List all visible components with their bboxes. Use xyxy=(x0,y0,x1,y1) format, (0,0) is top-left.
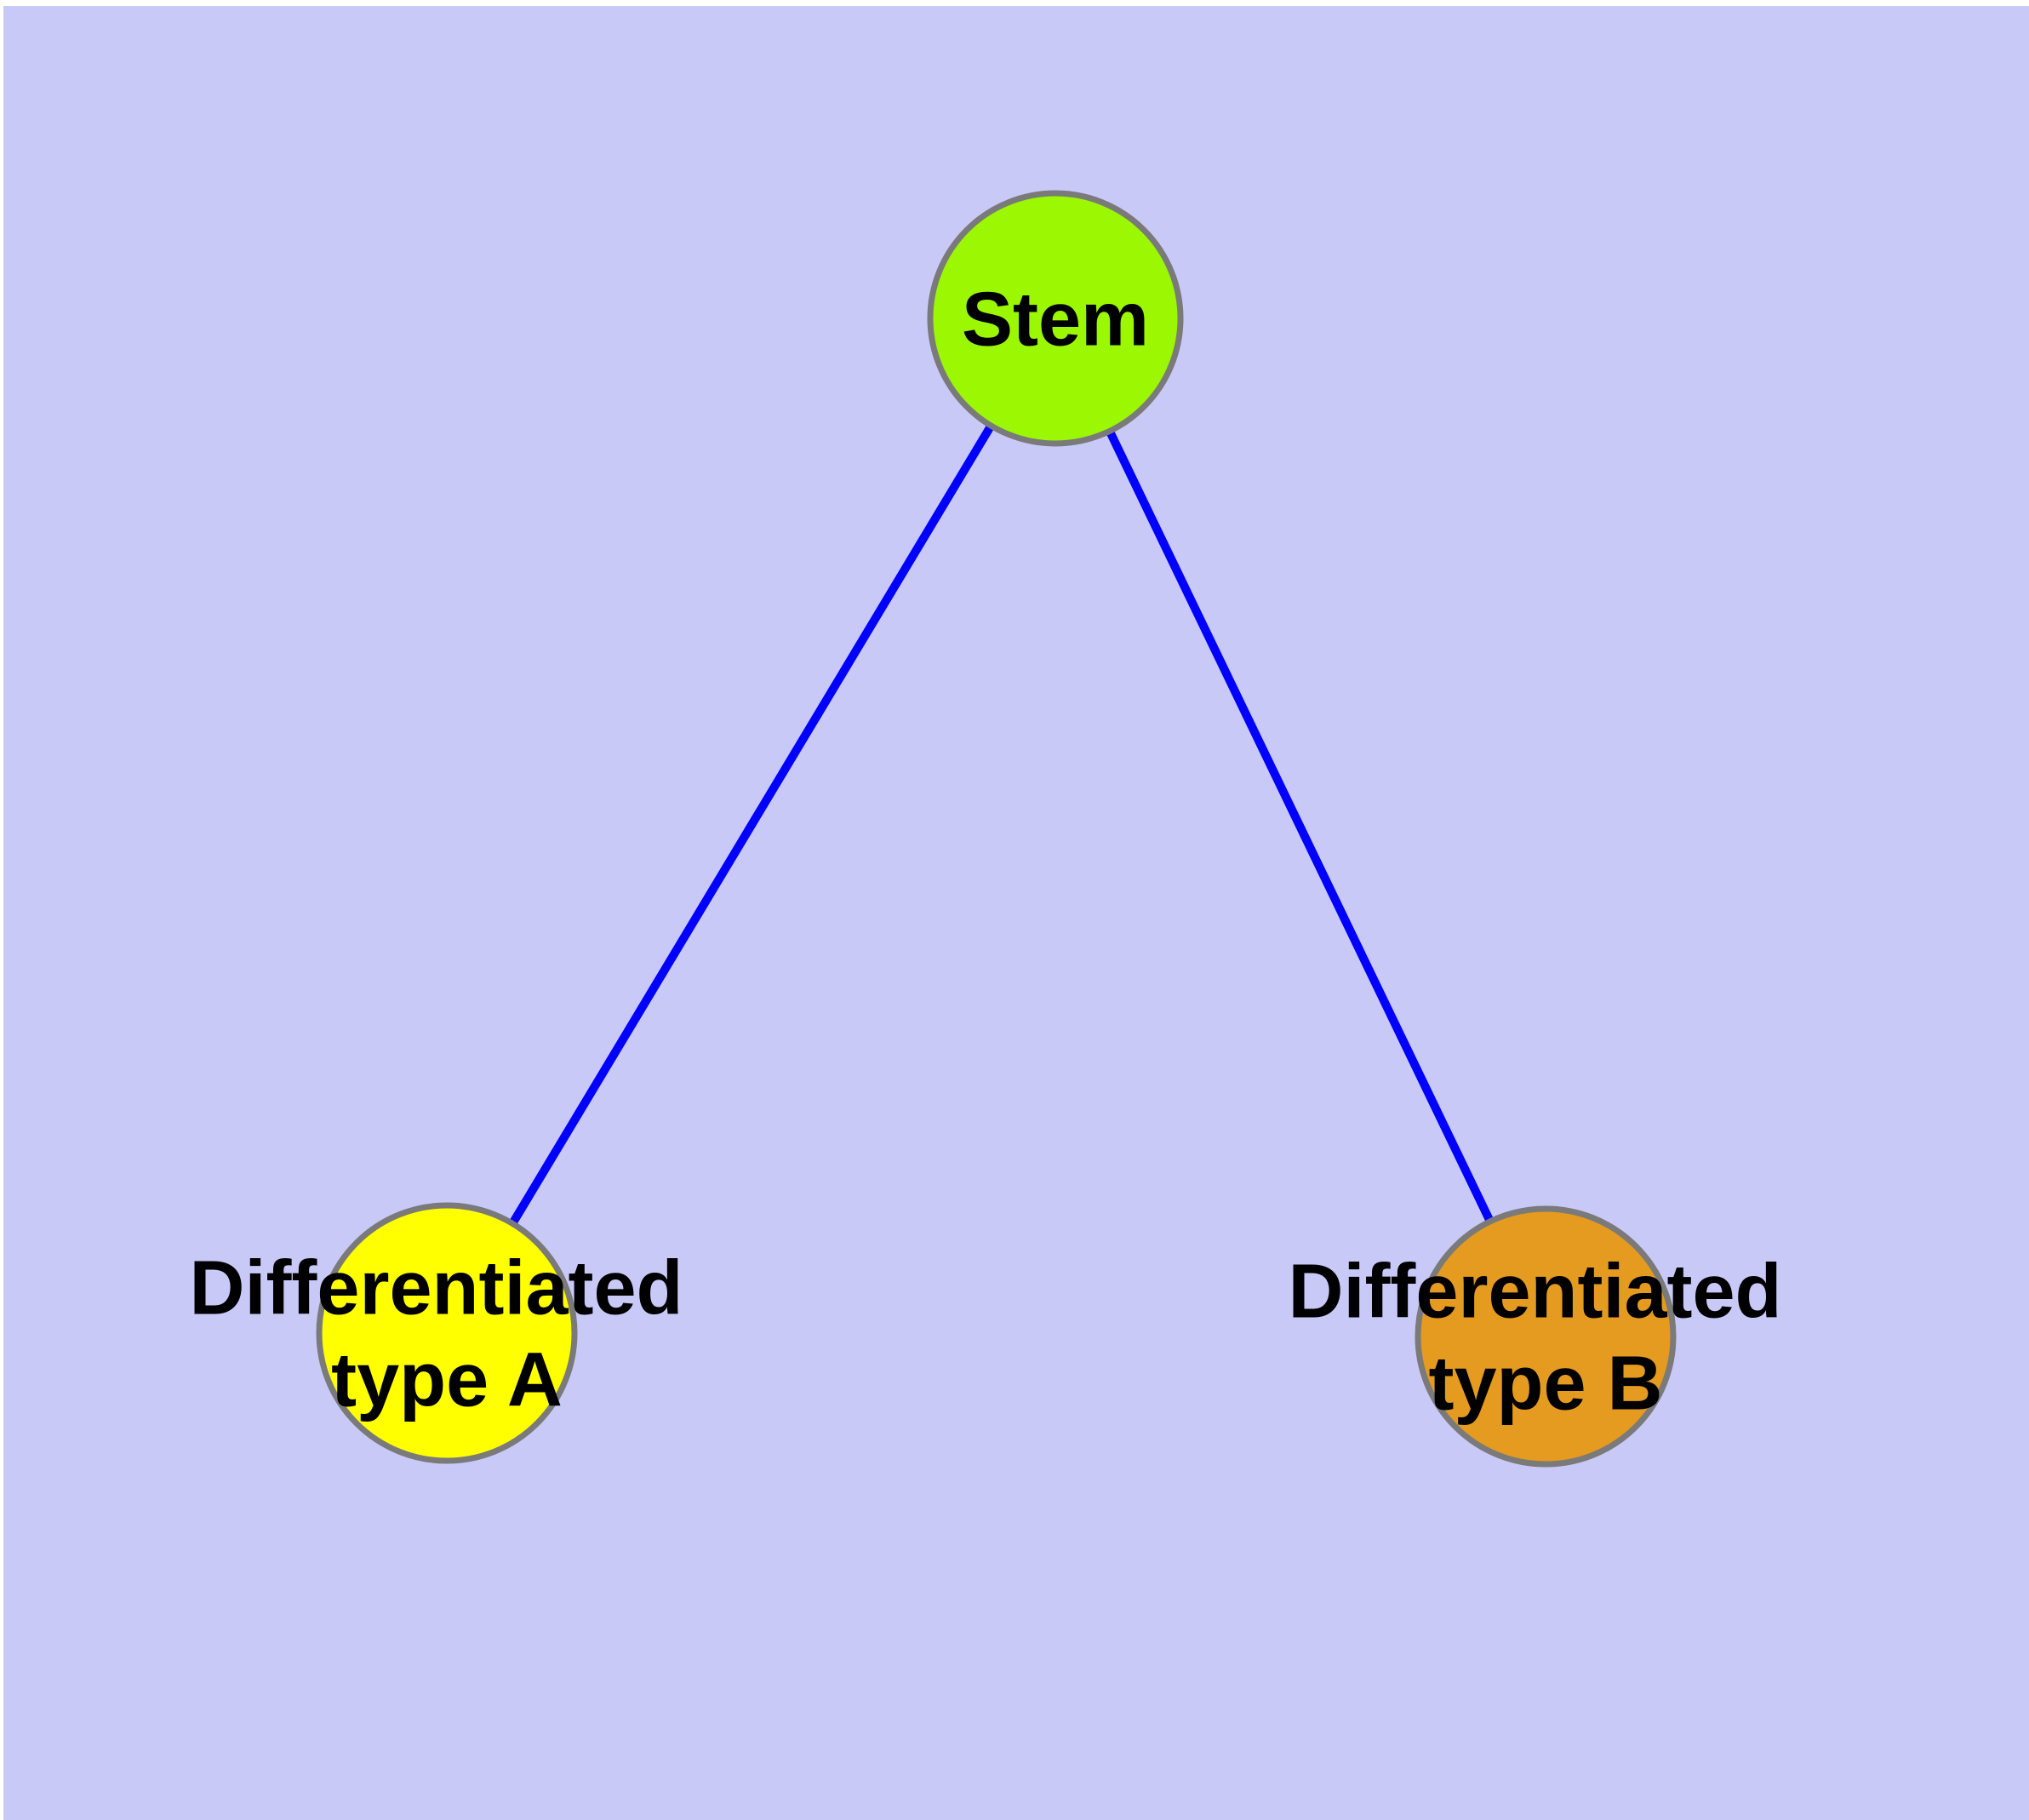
node-differentiated-type-b-label: Differentiated type B xyxy=(1288,1250,1803,1427)
node-differentiated-type-b-label-line2: type B xyxy=(1428,1342,1662,1427)
edge-stem-to-type-a xyxy=(443,316,1060,1336)
node-differentiated-type-a-label: Differentiated type A xyxy=(189,1246,704,1423)
node-differentiated-type-b-label-line1: Differentiated xyxy=(1288,1250,1781,1335)
edge-stem-to-type-b xyxy=(1051,316,1550,1339)
node-differentiated-type-a-label-line1: Differentiated xyxy=(189,1246,683,1331)
node-differentiated-type-a-label-line2: type A xyxy=(331,1338,563,1423)
node-stem-label: Stem xyxy=(962,278,1149,363)
node-stem-circle xyxy=(927,190,1184,447)
node-differentiated-type-b-circle xyxy=(1415,1205,1677,1468)
node-stem-label-line1: Stem xyxy=(962,278,1149,363)
node-differentiated-type-a-circle xyxy=(316,1202,578,1464)
